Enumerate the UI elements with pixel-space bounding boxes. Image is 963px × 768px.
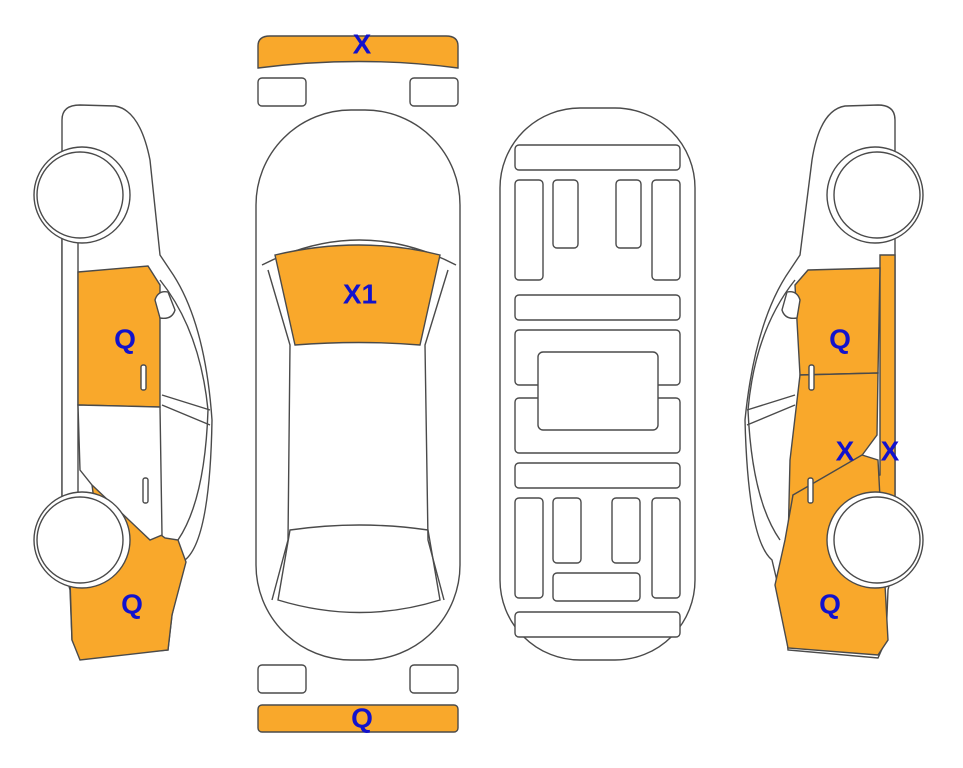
right-front-wheel bbox=[833, 151, 921, 239]
front-bumper-damage bbox=[257, 35, 459, 69]
windshield-damage bbox=[274, 244, 441, 346]
left-rear-door-damage bbox=[77, 265, 161, 408]
underbody-panel bbox=[615, 179, 642, 249]
rear-bumper-damage bbox=[257, 704, 459, 733]
left-front-wheel bbox=[36, 151, 124, 239]
rear-window bbox=[277, 524, 441, 614]
underbody-panel bbox=[514, 462, 681, 489]
top-view: X X1 Q bbox=[255, 28, 461, 733]
underbody-panel bbox=[651, 179, 681, 281]
front-left-light bbox=[257, 77, 307, 107]
underbody-panel bbox=[552, 497, 582, 564]
right-front-door-label: X bbox=[836, 435, 855, 466]
left-side-view: Q Q bbox=[33, 104, 213, 661]
left-pillar bbox=[161, 394, 211, 426]
rear-left-light bbox=[257, 664, 307, 694]
rear-right-light bbox=[409, 664, 459, 694]
right-rear-door-handle bbox=[808, 364, 815, 391]
left-rear-door-handle bbox=[140, 364, 147, 391]
right-pillar bbox=[746, 394, 796, 426]
right-window-outline bbox=[424, 269, 449, 601]
right-mirror bbox=[781, 290, 801, 320]
front-right-light bbox=[409, 77, 459, 107]
underbody-panel bbox=[514, 144, 681, 171]
left-sill bbox=[61, 234, 79, 511]
right-rocker-label: X bbox=[881, 435, 900, 466]
windshield-label: X1 bbox=[343, 278, 377, 309]
left-window-outline bbox=[267, 269, 291, 601]
left-mirror bbox=[154, 290, 176, 320]
underbody-panel bbox=[514, 611, 681, 638]
underbody-center-panel bbox=[537, 351, 659, 431]
right-rear-wheel bbox=[833, 496, 921, 584]
left-rear-door-label: Q bbox=[114, 323, 136, 354]
underbody-panel bbox=[552, 572, 641, 602]
left-front-door-handle bbox=[142, 477, 149, 504]
underbody-panel bbox=[514, 179, 544, 281]
rear-bumper-label: Q bbox=[351, 702, 373, 733]
underbody-view bbox=[499, 107, 696, 661]
right-front-door-handle bbox=[807, 477, 814, 504]
left-rear-wheel bbox=[36, 496, 124, 584]
underbody-panel bbox=[651, 497, 681, 599]
underbody-panel bbox=[611, 497, 641, 564]
underbody-panel bbox=[552, 179, 579, 249]
top-body-outline bbox=[255, 109, 461, 661]
left-rear-fender-label: Q bbox=[121, 588, 143, 619]
right-rear-door-damage bbox=[794, 267, 881, 376]
underbody-panel bbox=[514, 497, 544, 599]
front-bumper-label: X bbox=[353, 28, 372, 59]
underbody-panel bbox=[514, 294, 681, 321]
right-rear-fender-label: Q bbox=[819, 588, 841, 619]
right-side-view: Q X X Q bbox=[744, 104, 924, 659]
right-rear-door-label: Q bbox=[829, 323, 851, 354]
left-front-door bbox=[77, 404, 163, 541]
